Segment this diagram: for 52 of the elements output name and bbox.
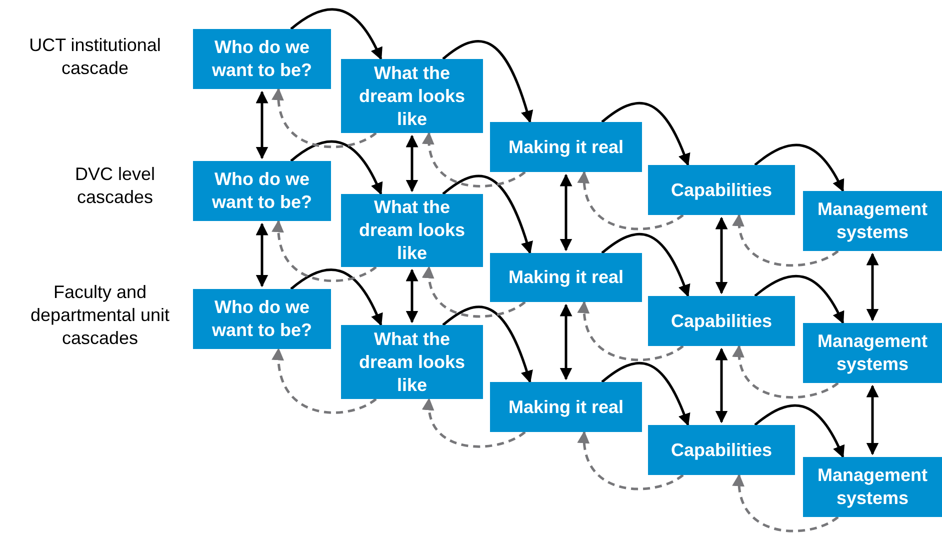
process-box: Management systems	[803, 323, 942, 383]
process-box: Making it real	[490, 253, 642, 302]
process-box: Who do we want to be?	[193, 289, 331, 349]
process-box: Management systems	[803, 457, 942, 517]
dashed-arrow	[578, 170, 684, 230]
process-box: Making it real	[490, 382, 642, 432]
arrow	[601, 233, 690, 298]
dashed-arrow	[272, 220, 377, 282]
process-box: Making it real	[490, 122, 642, 172]
dashed-arrow	[733, 474, 839, 532]
arrow	[715, 216, 728, 294]
dashed-arrow	[272, 88, 377, 148]
process-box: What the dream looks like	[341, 325, 483, 399]
arrow	[256, 222, 268, 288]
process-box: Capabilities	[648, 425, 795, 475]
arrow	[560, 174, 572, 252]
arrow	[256, 90, 268, 160]
process-box: Who do we want to be?	[193, 29, 331, 89]
arrow	[442, 306, 533, 384]
dashed-arrow	[578, 430, 684, 490]
arrow	[715, 348, 728, 424]
arrow	[560, 304, 572, 380]
dashed-arrow	[423, 398, 526, 448]
arrow	[601, 362, 690, 426]
arrow	[754, 274, 844, 324]
process-box: Capabilities	[648, 165, 795, 215]
process-box: What the dream looks like	[341, 194, 483, 267]
process-box: Who do we want to be?	[193, 161, 331, 221]
arrow	[442, 40, 533, 124]
arrow	[754, 404, 844, 458]
row-label: UCT institutional cascade	[28, 34, 162, 80]
arrow	[866, 252, 879, 322]
process-box: Capabilities	[648, 296, 795, 346]
dashed-arrow	[423, 132, 526, 188]
dashed-arrow	[733, 214, 839, 267]
arrow	[406, 268, 418, 324]
dashed-arrow	[578, 300, 684, 362]
row-label: DVC level cascades	[74, 163, 156, 209]
process-box: What the dream looks like	[341, 59, 483, 133]
dashed-arrow	[272, 348, 377, 414]
row-label: Faculty and departmental unit cascades	[29, 281, 171, 350]
arrow	[290, 268, 382, 326]
arrow	[754, 144, 844, 192]
process-box: Management systems	[803, 191, 942, 251]
arrow	[290, 8, 382, 60]
arrow	[442, 174, 533, 254]
arrow	[290, 140, 382, 196]
dashed-arrow	[423, 266, 526, 318]
dashed-arrow	[733, 344, 839, 399]
arrow	[601, 102, 690, 166]
arrow	[866, 384, 879, 456]
arrow	[406, 134, 418, 192]
